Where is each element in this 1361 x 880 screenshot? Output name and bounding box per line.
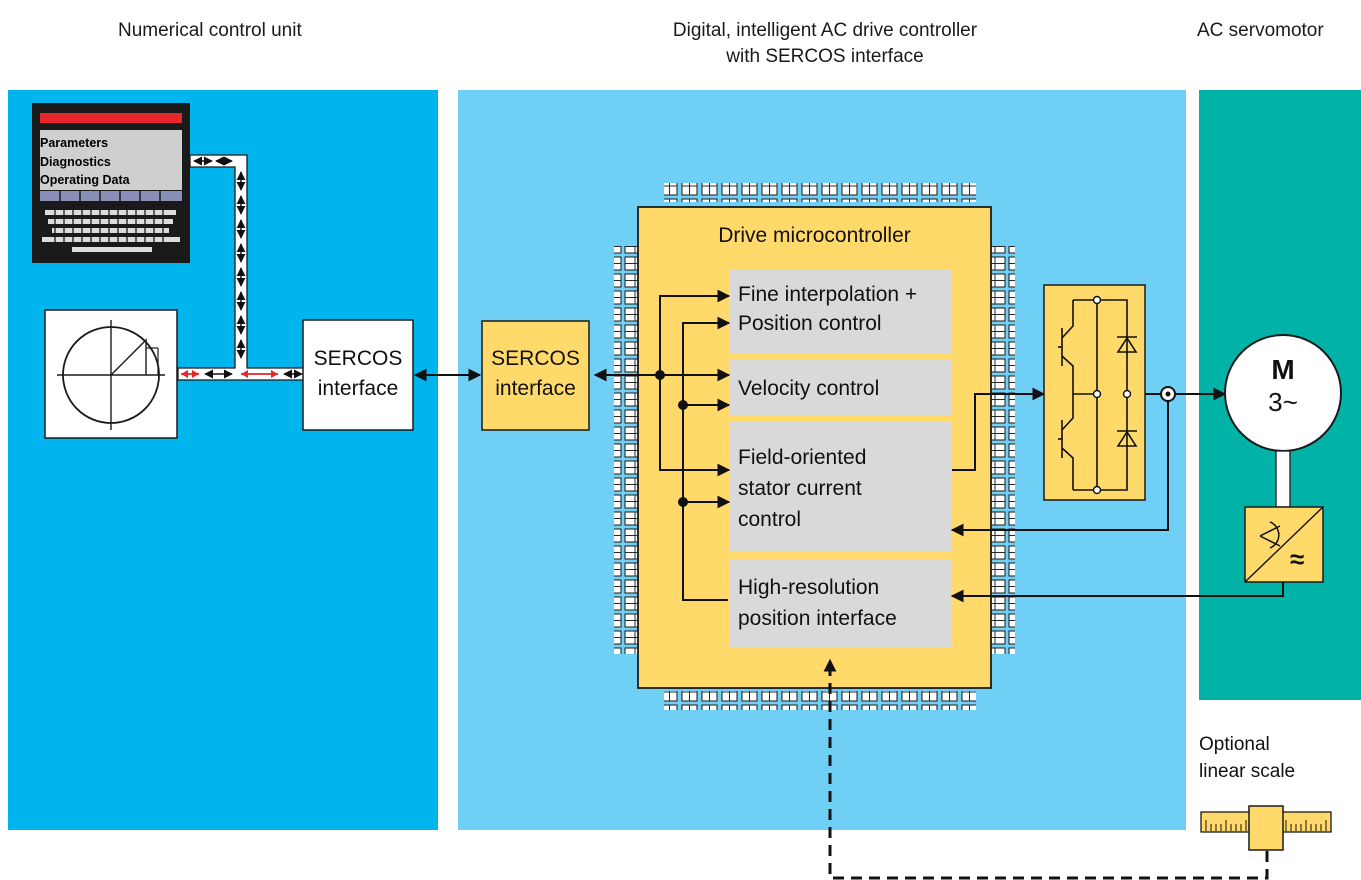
current-control-label-1: Field-oriented [738, 446, 867, 469]
motor-phases: 3~ [1268, 387, 1298, 417]
nc-data-bus [177, 154, 306, 381]
drive-sercos-label-1: SERCOS [491, 347, 580, 370]
terminal-line-parameters: Parameters [40, 136, 109, 150]
block-current-control [730, 422, 952, 552]
velocity-control-label: Velocity control [738, 377, 880, 400]
power-inverter [1043, 284, 1146, 501]
chip-pins-left [614, 246, 638, 654]
block-velocity-control [730, 359, 952, 416]
motor-symbol: M [1271, 354, 1295, 385]
fine-interpolation-label-2: Position control [738, 312, 882, 335]
linear-scale-label-1: Optional [1199, 734, 1270, 755]
encoder-tilde: ≈ [1290, 544, 1305, 574]
current-control-label-3: control [738, 508, 802, 531]
drive-title-line2: with SERCOS interface [726, 46, 924, 67]
nc-unit-title: Numerical control unit [118, 20, 302, 41]
encoder-icon [1244, 506, 1324, 583]
contour-plot-icon [44, 309, 178, 439]
linear-scale-label-2: linear scale [1199, 761, 1296, 782]
fine-interpolation-label-1: Fine interpolation + [738, 283, 918, 306]
chip-pins-top [664, 183, 976, 202]
nc-sercos-label-1: SERCOS [313, 347, 403, 370]
terminal-line-diagnostics: Diagnostics [40, 155, 111, 169]
drive-sercos-interface-box [481, 320, 590, 431]
microcontroller-title: Drive microcontroller [718, 224, 911, 247]
position-interface-label-2: position interface [738, 607, 897, 630]
block-position-interface [730, 559, 952, 647]
block-fine-interpolation [730, 270, 952, 353]
drive-sercos-label-2: interface [495, 377, 576, 400]
drive-title-line1: Digital, intelligent AC drive controller [672, 20, 978, 41]
current-control-label-2: stator current [738, 477, 862, 500]
nc-sercos-label-2: interface [317, 377, 399, 400]
nc-sercos-interface-box [302, 319, 414, 431]
linear-scale-icon [1200, 805, 1332, 851]
chip-pins-bottom [664, 691, 976, 710]
internal-signal-lines [593, 289, 1284, 603]
position-interface-label-1: High-resolution [738, 576, 880, 599]
motor-shaft [1275, 450, 1291, 508]
servomotor-title: AC servomotor [1197, 20, 1324, 41]
terminal-icon [32, 103, 190, 263]
terminal-line-operating-data: Operating Data [40, 173, 130, 187]
chip-pins-right [991, 246, 1015, 654]
